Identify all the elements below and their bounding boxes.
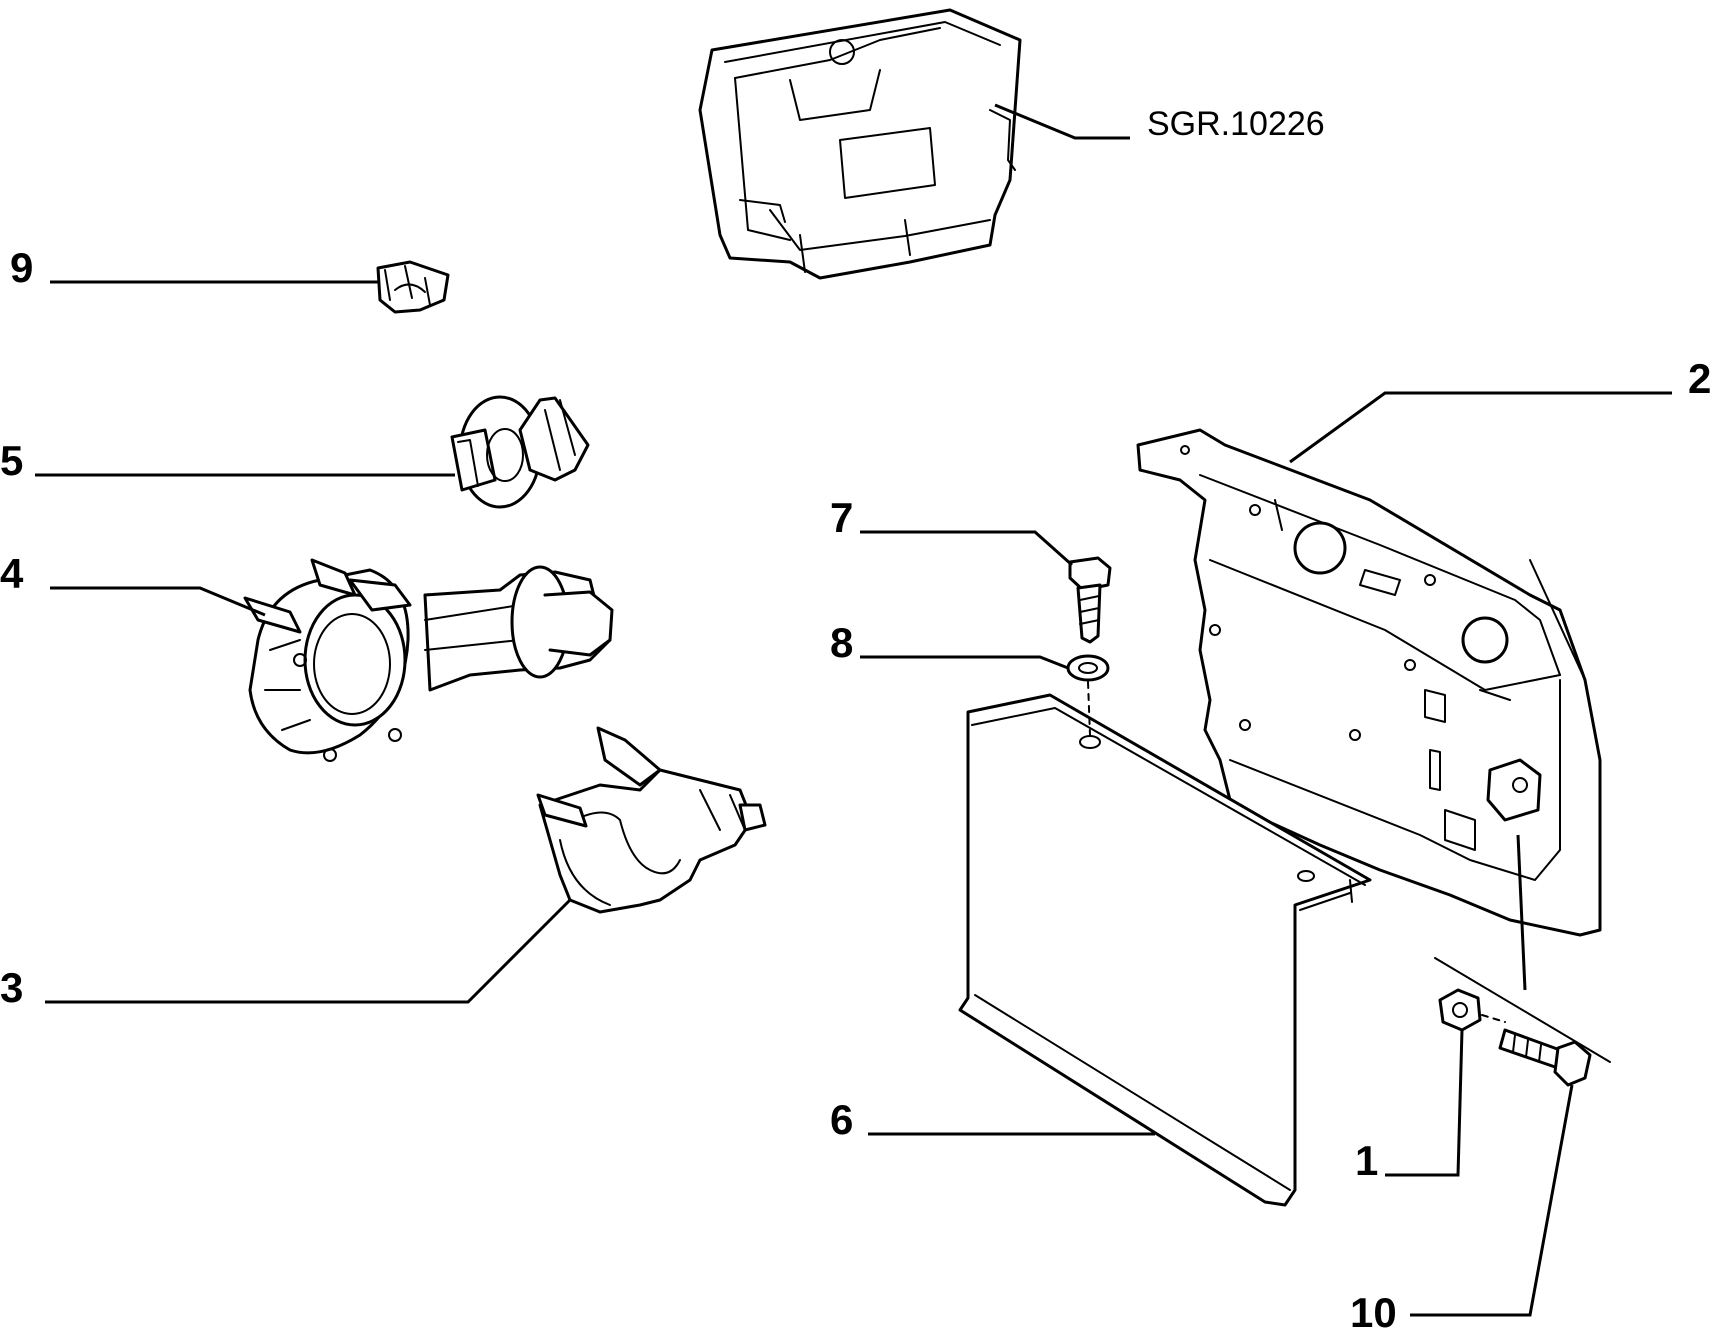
callout-6: 6 [830, 1096, 853, 1143]
callout-labels: SGR.10226 9 5 4 3 2 7 8 6 1 10 [0, 105, 1711, 1329]
callout-7: 7 [830, 494, 853, 541]
callout-5: 5 [0, 437, 23, 484]
item-7-bolt [1068, 556, 1112, 644]
callout-3: 3 [0, 964, 23, 1011]
callout-9: 9 [10, 244, 33, 291]
callout-10: 10 [1350, 1289, 1397, 1329]
item-5-push-fastener [450, 395, 590, 509]
item-6-cover-plate [958, 693, 1372, 1207]
item-9-clip [376, 260, 450, 314]
item-1-nut [1438, 988, 1506, 1032]
ecu-control-unit [698, 8, 1022, 280]
callout-4: 4 [0, 550, 24, 597]
callout-1: 1 [1355, 1137, 1378, 1184]
item-4-cable-holder [243, 558, 614, 762]
item-10-bolt [1434, 957, 1611, 1087]
item-2-mounting-bracket [1136, 428, 1602, 937]
item-3-double-clamp [536, 726, 767, 914]
callout-8: 8 [830, 619, 853, 666]
reference-code-label: SGR.10226 [1147, 105, 1325, 143]
leader-lines [35, 103, 1672, 1317]
callout-2: 2 [1688, 355, 1711, 402]
